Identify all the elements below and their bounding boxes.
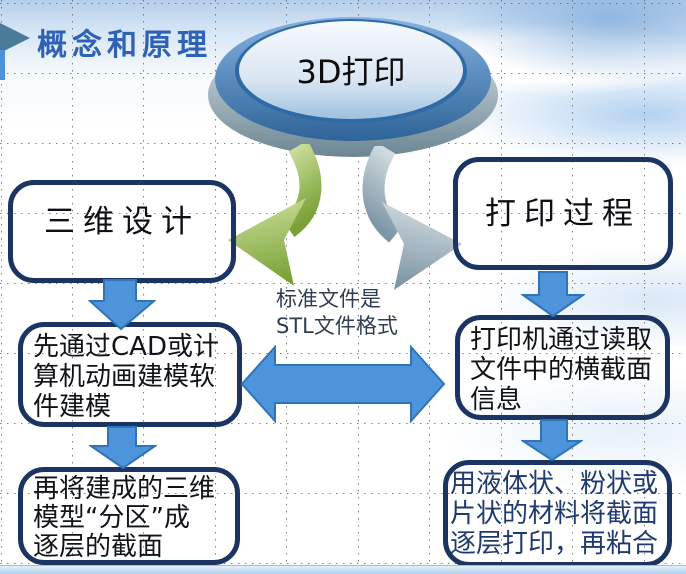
box-right-middle: 打印机通过读取 文件中的横截面 信息 [455, 315, 670, 420]
grid-line [0, 283, 686, 284]
grid-line [501, 0, 502, 574]
down-arrow-right-2-icon [521, 419, 583, 462]
grid-line [0, 213, 686, 214]
title-arrow-icon [0, 23, 30, 53]
stl-note: 标准文件是 STL文件格式 [276, 286, 398, 340]
grid-line [143, 0, 144, 574]
box-left-bottom-line: 再将建成的三维 [33, 474, 216, 504]
box-right-bottom-line: 片状的材料将截面 [450, 499, 659, 529]
box-right-bottom-line: 逐层打印，再粘合 [450, 529, 659, 559]
box-left-top-label: 三维设计 [44, 204, 200, 240]
grid-line [358, 0, 359, 574]
footer-bar [0, 565, 686, 574]
grid-line [1, 0, 2, 574]
down-arrow-right-1-icon [521, 271, 585, 318]
down-arrow-left-2-icon [89, 426, 157, 470]
grid-line [644, 0, 645, 574]
box-right-middle-line: 信息 [470, 385, 523, 415]
grid-line [0, 493, 686, 494]
grid-line [0, 353, 686, 354]
box-right-top-label: 打印过程 [485, 196, 641, 232]
grid-line [72, 0, 73, 574]
box-right-middle-line: 文件中的横截面 [470, 355, 653, 385]
grid-line [215, 0, 216, 574]
hub-label: 3D打印 [296, 53, 405, 91]
stl-note-line: 标准文件是 [276, 287, 381, 311]
box-left-middle-line: 算机动画建模软 [33, 362, 216, 392]
double-arrow-icon [240, 345, 446, 424]
grid-line [0, 3, 686, 4]
box-right-middle-line: 打印机通过读取 [470, 325, 653, 355]
box-left-bottom-line: 逐层的截面 [33, 532, 164, 562]
grid-line [429, 0, 430, 574]
box-left-top: 三维设计 [8, 180, 236, 283]
box-right-bottom: 用液体状、粉状或 片状的材料将截面 逐层打印，再粘合 [443, 460, 672, 567]
box-right-bottom-line: 用液体状、粉状或 [450, 469, 659, 499]
curved-arrow-right-icon [362, 146, 462, 290]
curved-arrow-left-icon [228, 144, 322, 286]
grid-line [0, 563, 686, 564]
title-accent-bar [0, 50, 5, 80]
down-arrow-left-1-icon [88, 279, 156, 331]
box-right-top: 打印过程 [453, 157, 673, 270]
grid-line [572, 0, 573, 574]
box-left-bottom: 再将建成的三维 模型“分区”成 逐层的截面 [18, 467, 240, 565]
grid-line [286, 0, 287, 574]
grid-line [0, 423, 686, 424]
hub-disc-icon: 3D打印 [208, 17, 498, 157]
disc-face [239, 21, 463, 119]
box-left-middle: 先通过CAD或计 算机动画建模软 件建模 [18, 322, 242, 427]
box-left-bottom-line: 模型“分区”成 [33, 503, 190, 533]
box-left-middle-line: 件建模 [33, 392, 112, 422]
page-title: 概念和原理 [37, 28, 212, 63]
box-left-middle-line: 先通过CAD或计 [33, 332, 219, 362]
stl-note-line: STL文件格式 [276, 314, 398, 338]
